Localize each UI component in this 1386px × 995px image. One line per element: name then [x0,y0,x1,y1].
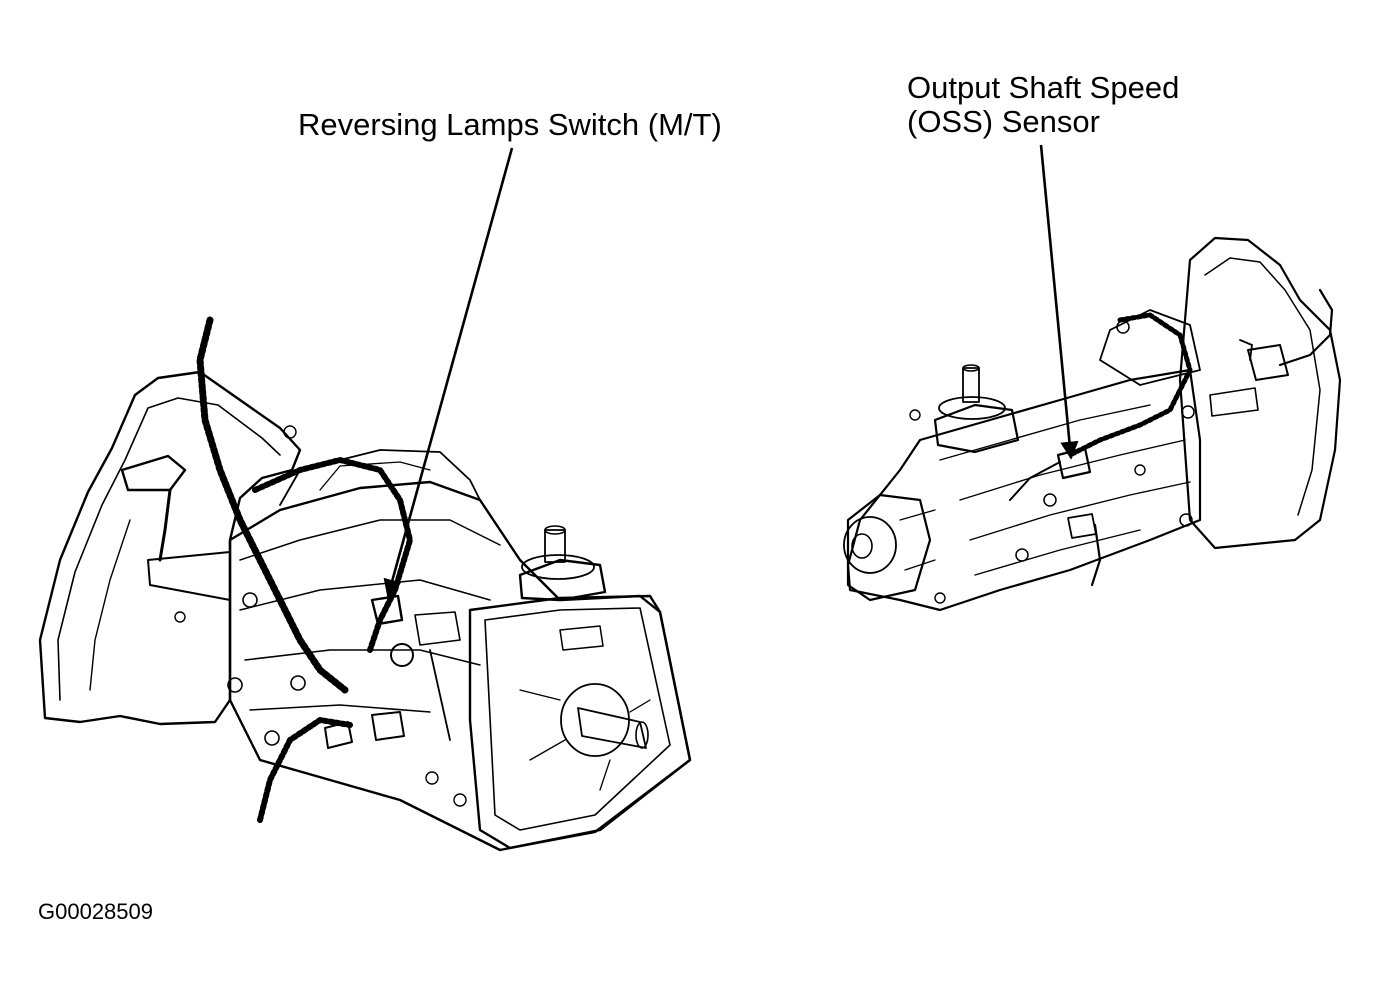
left-connector [120,454,187,492]
bell-housing-right [1178,236,1342,550]
reversing-lamps-switch-leader [383,147,514,598]
wiring-harness-right [1067,312,1193,458]
reversing-lamps-switch-label: Reversing Lamps Switch (M/T) [298,107,722,142]
rear-flange [468,594,692,850]
bell-housing [38,370,302,726]
transmission-case [228,480,692,852]
oss-sensor-label-line-2: (OSS) Sensor [907,104,1100,139]
oss-sensor-leader [1039,144,1079,460]
shift-tower-right [933,403,1020,454]
manual-transmission-left [38,316,692,852]
manual-transmission-right [843,236,1342,612]
shift-tower [518,558,607,602]
wiring-harness [196,316,349,694]
oss-sensor-label-line-1: Output Shaft Speed [907,70,1180,105]
oss-sensor-label: Output Shaft Speed (OSS) Sensor [907,71,1179,139]
figure-id: G00028509 [38,899,153,924]
rear-flange-right [846,493,932,602]
